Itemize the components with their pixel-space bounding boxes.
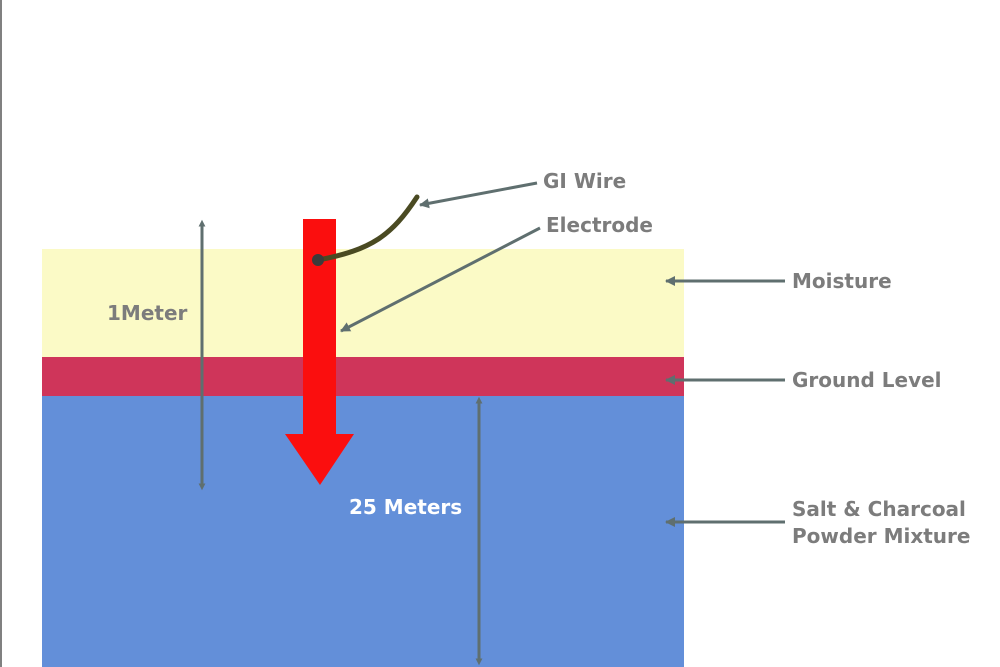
mixture-label-line2: Powder Mixture bbox=[792, 524, 971, 548]
ground-level-label: Ground Level bbox=[792, 368, 942, 392]
gi-wire bbox=[315, 194, 420, 263]
gi-wire-label: GI Wire bbox=[543, 169, 627, 193]
gi-wire-pointer bbox=[419, 181, 538, 209]
wire-connection-dot bbox=[312, 254, 324, 266]
mixture-layer bbox=[42, 396, 684, 667]
one-meter-label: 1Meter bbox=[107, 301, 188, 325]
mixture-label-line1: Salt & Charcoal bbox=[792, 497, 966, 521]
electrode-arrow bbox=[285, 219, 354, 485]
moisture-layer bbox=[42, 249, 684, 357]
twenty-five-meters-label: 25 Meters bbox=[349, 495, 463, 519]
ground-level-layer bbox=[42, 357, 684, 396]
moisture-label: Moisture bbox=[792, 269, 892, 293]
electrode-label: Electrode bbox=[546, 213, 653, 237]
electrode-pointer bbox=[340, 226, 541, 333]
